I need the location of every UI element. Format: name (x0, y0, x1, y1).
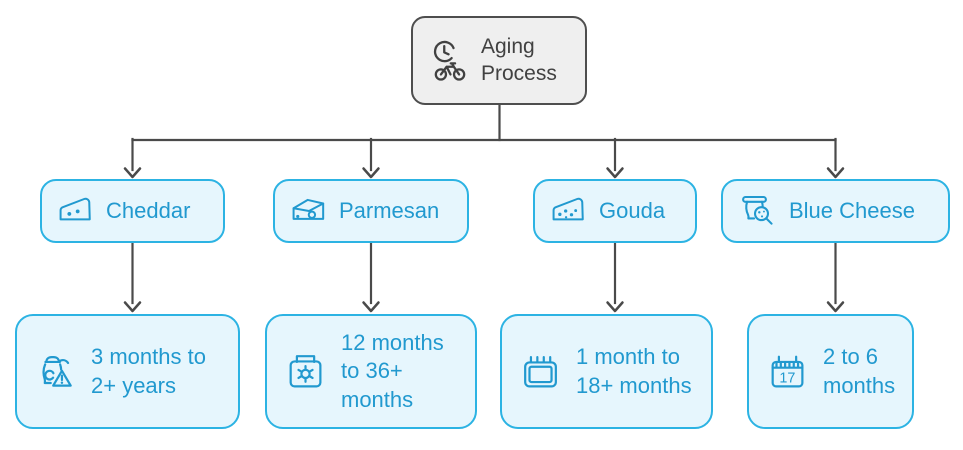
node-label: 3 months to 2+ years (91, 343, 206, 398)
arrowhead-icon (606, 167, 624, 179)
blue-cheese-crock-magnifier-icon (737, 190, 779, 232)
calendar-date-icon: 17 (765, 349, 811, 395)
node-label: 1 month to 18+ months (576, 343, 692, 398)
node-label: Aging Process (481, 35, 557, 85)
node-cheddar-duration: 3 months to 2+ years (15, 314, 240, 429)
node-gouda-duration: 1 month to 18+ months (500, 314, 713, 429)
arrowhead-icon (362, 167, 380, 179)
node-parmesan: Parmesan (273, 179, 469, 243)
node-label: 2 to 6 months (823, 343, 896, 398)
calendar-date-number: 17 (779, 370, 795, 386)
gouda-cheese-wedge-icon (549, 191, 589, 231)
node-cheddar: Cheddar (40, 179, 225, 243)
parmesan-cheese-block-icon (289, 191, 329, 231)
arrowhead-icon (362, 301, 380, 313)
node-label: Cheddar (106, 197, 191, 223)
node-gouda: Gouda (533, 179, 697, 243)
node-label: Parmesan (339, 197, 440, 223)
node-label: Blue Cheese (789, 197, 915, 223)
node-parmesan-duration: 12 months to 36+ months (265, 314, 477, 429)
node-blue-cheese-duration: 17 2 to 6 months (747, 314, 914, 429)
calendar-gear-icon (283, 349, 329, 395)
clock-cycle-bicycle-icon (427, 38, 473, 84)
node-label: Gouda (599, 197, 666, 223)
milk-can-warning-icon (33, 349, 79, 395)
arrowhead-icon (123, 167, 142, 179)
cheddar-cheese-wedge-icon (56, 191, 96, 231)
arrowhead-icon (826, 167, 845, 179)
calendar-binder-icon (518, 349, 564, 395)
node-blue-cheese: Blue Cheese (721, 179, 950, 243)
node-aging-process: Aging Process (411, 16, 587, 105)
arrowhead-icon (123, 301, 142, 313)
node-label: 12 months to 36+ months (341, 329, 444, 412)
arrowhead-icon (606, 301, 624, 313)
arrowhead-icon (826, 301, 845, 313)
